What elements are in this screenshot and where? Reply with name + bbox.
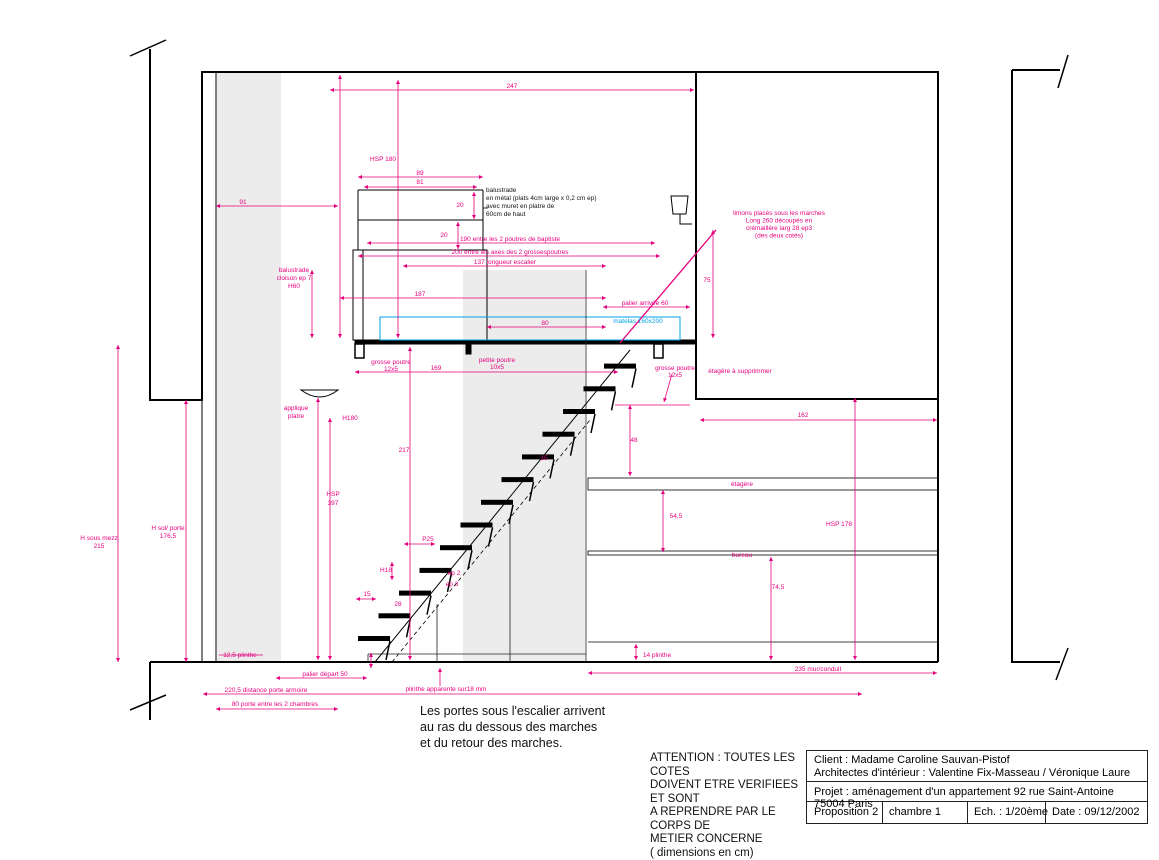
dim-54-5: 54,5 [670, 513, 683, 520]
dim-h180: H180 [342, 415, 358, 422]
dim-247: 247 [507, 83, 518, 90]
dim-137: 137 longueur escalier [474, 259, 537, 266]
dim-plinthe-right: 14 plinthe [643, 652, 672, 659]
shelves [587, 477, 939, 643]
scale-cell: Ech. : 1/20ème [974, 806, 1048, 818]
dim-75: 75 [703, 277, 711, 284]
dim-matelas: matelas 160x200 [613, 318, 663, 325]
applique-icon [299, 389, 340, 398]
stair-tread [358, 636, 390, 641]
dim-hsp180: HSP 180 [370, 156, 396, 163]
mezzanine [352, 189, 696, 662]
stair-riser [446, 572, 453, 593]
attention-note: ATTENTION : TOUTES LES COTES DOIVENT ETR… [650, 752, 799, 859]
stair-tread [440, 545, 472, 551]
stair-tread [460, 522, 493, 528]
title-block: Client : Madame Caroline Sauvan-Pistof A… [806, 750, 1148, 824]
dim-187: 187 [415, 291, 426, 298]
dim-74-5: 74,5 [772, 584, 785, 591]
dim-15a: 15 [540, 455, 548, 462]
dim-bureau: bureau [732, 552, 753, 559]
stair-under-line [391, 419, 591, 663]
stair-stringer [374, 349, 631, 663]
dim-plinthe-apparente: plinthe apparente sur18 mm [406, 686, 487, 693]
dim-plinthe-left: 12,5 plinthe [223, 652, 257, 659]
stair-riser [631, 368, 637, 388]
stair-tread [583, 386, 616, 392]
dim-etagere: étagère [731, 481, 753, 488]
stair-riser [467, 550, 473, 570]
project-line: Projet : aménagement d'un appartement 92… [814, 786, 1114, 810]
stair-tread [399, 590, 431, 596]
elevation-drawing: 247 91 HSP 180 89 81 20 20 190 entre les… [80, 39, 1069, 720]
walls [129, 39, 1069, 720]
stair-tread [604, 363, 636, 369]
stair-riser [508, 504, 514, 524]
dim-81: 81 [416, 179, 424, 186]
wall-lamp-icon [670, 195, 692, 225]
shaded-zones [217, 72, 585, 662]
dim-217: 217 [399, 447, 410, 454]
dim-20a: 20 [456, 202, 464, 209]
dim-h18: H18 [380, 567, 392, 574]
stair-tread [563, 409, 595, 414]
stair-riser [426, 595, 432, 615]
stair-door-note: Les portes sous l'escalier arrivent au r… [420, 704, 606, 750]
dim-20b: 20 [440, 232, 448, 239]
dim-162: 162 [798, 412, 809, 419]
client-line: Client : Madame Caroline Sauvan-Pistof [814, 754, 1010, 766]
stair-tread [419, 567, 452, 573]
dim-ep2: ep 2 [448, 570, 461, 577]
dim-palier-arrivee: palier arrivée 60 [622, 300, 669, 307]
dimension-labels: 247 91 HSP 180 89 81 20 20 190 entre les… [223, 83, 852, 708]
stair-riser [610, 391, 617, 411]
dim-palier-depart: palier départ 50 [302, 671, 348, 678]
stair-tread [501, 477, 534, 483]
dim-220-5: 220,5 distance porte armoire [225, 687, 308, 694]
dim-80: 80 [541, 320, 549, 327]
dim-91: 91 [239, 199, 247, 206]
dim-48: 48 [630, 437, 638, 444]
dim-ep3: ep 3 [446, 581, 459, 588]
dim-235: 235 mur/conduit [795, 666, 842, 673]
stair-tread [522, 454, 554, 460]
stair-tread [542, 431, 575, 437]
dim-28: 28 [394, 601, 402, 608]
stair-tread [378, 613, 411, 619]
dim-169: 169 [431, 365, 442, 372]
staircase [358, 349, 637, 663]
room-cell: chambre 1 [889, 806, 941, 818]
dim-hsp178: HSP 178 [826, 521, 852, 528]
date-cell: Date : 09/12/2002 [1052, 806, 1140, 818]
proposition-cell: Proposition 2 [814, 806, 879, 818]
dim-p25: P25 [422, 536, 434, 543]
dimension-lines [116, 75, 937, 711]
stair-riser [549, 459, 555, 479]
dim-etagere-supprimer: étagère à supprimmer [708, 368, 772, 375]
stair-riser [590, 413, 596, 434]
dim-15b: 15 [363, 591, 371, 598]
architects-line: Architectes d'intérieur : Valentine Fix-… [814, 767, 1131, 779]
dim-200: 200 entre les axes des 2 grossespoutres [451, 249, 569, 256]
stair-tread [481, 499, 513, 505]
dim-89: 89 [416, 170, 424, 177]
dim-80b: 80 porte entre les 2 chambres [232, 701, 319, 708]
dim-190: 190 entre les 2 poutres de baptiste [460, 236, 560, 243]
stair-riser [487, 527, 494, 547]
